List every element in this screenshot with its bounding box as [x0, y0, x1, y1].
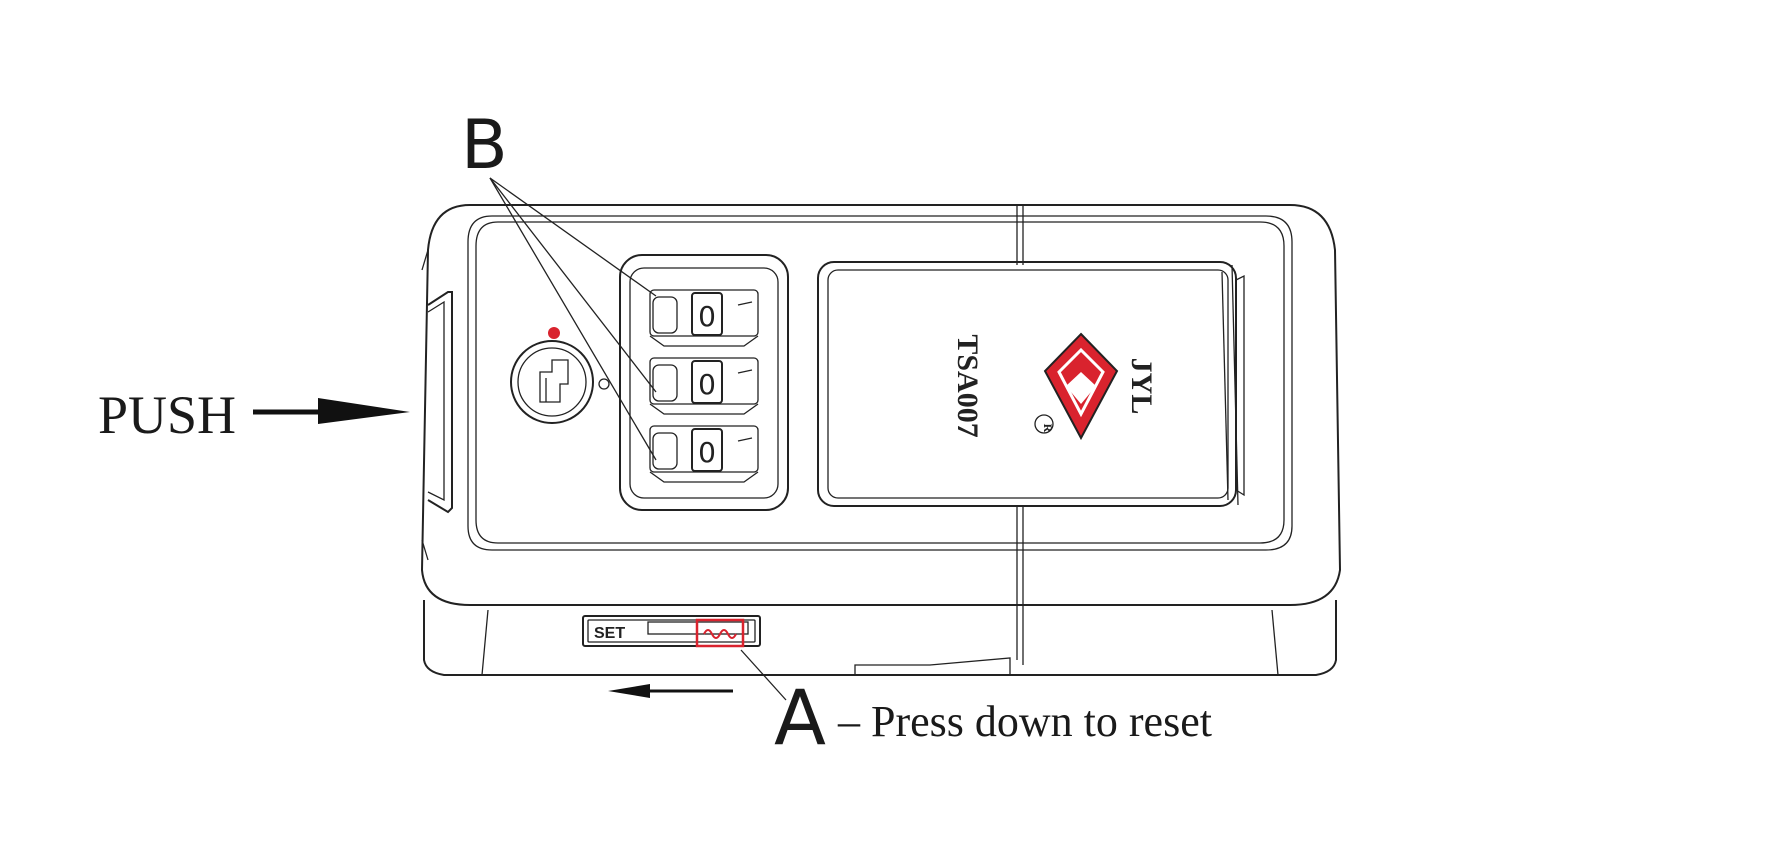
- combination-dial-3[interactable]: 0: [649, 425, 759, 483]
- key-cylinder: [510, 327, 610, 424]
- reset-indicator-dot: [548, 327, 560, 339]
- reset-direction-arrow: [608, 684, 733, 698]
- label-a: A: [774, 673, 826, 762]
- model-name: TSA007: [951, 334, 984, 437]
- label-b: B: [461, 106, 508, 185]
- registered-mark: [1034, 414, 1054, 434]
- combination-dial-1[interactable]: 0: [649, 289, 759, 347]
- registered-letter: R: [1041, 424, 1055, 433]
- lock-faceplate: JYL TSA007 R: [817, 261, 1245, 507]
- push-arrow: [253, 398, 410, 424]
- combination-dial-2[interactable]: 0: [649, 357, 759, 415]
- reset-button[interactable]: [695, 618, 745, 648]
- dial-3-digit: 0: [698, 436, 716, 469]
- label-push: PUSH: [98, 385, 236, 445]
- set-reset-switch[interactable]: SET: [582, 615, 761, 648]
- label-b-leaders: [489, 177, 657, 461]
- dial-2-digit: 0: [698, 368, 716, 401]
- brand-name: JYL: [1125, 358, 1158, 415]
- dial-window: [619, 254, 789, 511]
- label-a-description: – Press down to reset: [837, 697, 1212, 746]
- tsa-logo: [1043, 332, 1119, 441]
- label-a-leader: [740, 649, 787, 701]
- set-label: SET: [594, 625, 625, 642]
- dial-1-digit: 0: [698, 300, 716, 333]
- lock-body: [420, 204, 1342, 676]
